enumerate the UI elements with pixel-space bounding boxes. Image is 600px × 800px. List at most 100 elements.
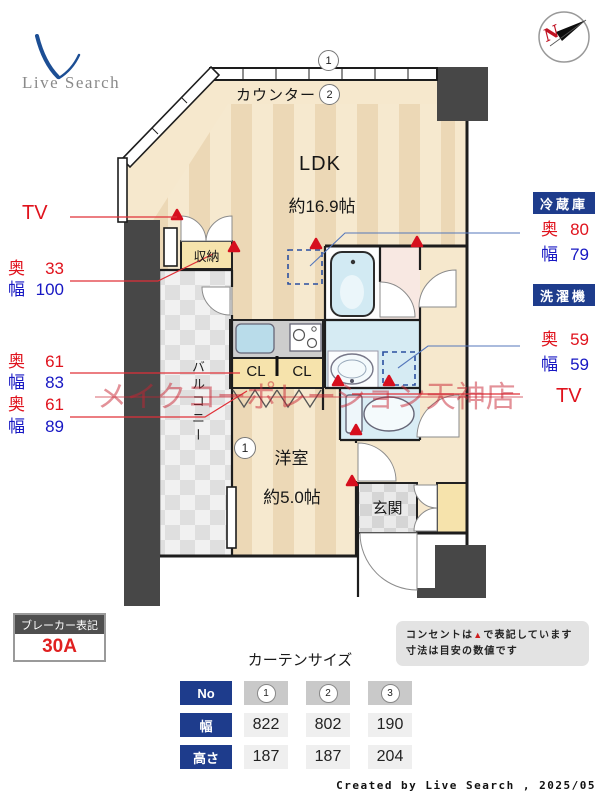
cell-value: 187 — [314, 748, 342, 765]
compass-icon — [538, 11, 590, 63]
cell-value: 190 — [376, 716, 404, 733]
note-outlet-before: コンセントは — [406, 630, 474, 641]
appliance-dashed-squares — [287, 249, 416, 386]
width-value: 100 — [35, 280, 64, 299]
curtain-row-header-height: 高さ — [180, 745, 232, 769]
curtain-height-1: 187 — [244, 745, 288, 769]
door-swings — [180, 215, 460, 591]
depth-label: 奥 — [541, 220, 558, 239]
col-number: 1 — [256, 683, 276, 703]
width-value: 89 — [45, 417, 64, 436]
cell-value: 187 — [252, 748, 280, 765]
logo-text: Live Search — [22, 73, 121, 92]
note-dimensions: 寸法は目安の数値です — [406, 646, 518, 657]
pillars — [124, 67, 488, 606]
curtain-width-2: 802 — [306, 713, 350, 737]
cell-value: 802 — [314, 716, 342, 733]
fridge-width-annotation: 幅 79 — [541, 246, 589, 264]
closet2-width-annotation: 幅 89 — [8, 418, 64, 436]
outlet-triangle-icon: ▲ — [473, 630, 484, 640]
closet2-depth-annotation: 奥 61 — [8, 396, 64, 414]
tv-annotation-left: TV — [22, 202, 48, 224]
breaker-value: 30A — [15, 634, 104, 660]
curtain-table-title: カーテンサイズ — [247, 652, 353, 669]
washer-title: 洗濯機 — [539, 288, 588, 304]
leader-lines — [70, 216, 520, 418]
fridge-depth-annotation: 奥 80 — [541, 221, 589, 239]
closet-right-label: CL — [292, 363, 312, 380]
bedroom-size-label: 約5.0帖 — [263, 488, 321, 507]
note-outlet-after: で表記しています — [483, 630, 573, 641]
toilet — [345, 394, 415, 434]
closet1-width-annotation: 幅 83 — [8, 374, 64, 392]
tv-annotation-right: TV — [556, 385, 582, 407]
cell-value: 822 — [252, 716, 280, 733]
depth-value: 61 — [45, 395, 64, 414]
curtain-col-3: 3 — [368, 681, 412, 705]
balcony-label: バルコニー — [190, 360, 205, 445]
outlet-markers — [170, 208, 424, 487]
storage-label: 収納 — [193, 248, 220, 264]
depth-label: 奥 — [541, 330, 558, 349]
depth-value: 59 — [570, 330, 589, 349]
depth-value: 33 — [45, 259, 64, 278]
width-value: 83 — [45, 373, 64, 392]
depth-label: 奥 — [8, 352, 25, 371]
closet-left-label: CL — [246, 363, 266, 380]
bathtub — [330, 251, 375, 317]
counter-label: カウンター — [236, 87, 317, 104]
washer-width-annotation: 幅 59 — [541, 356, 589, 374]
bedroom-label: 洋室 — [274, 449, 309, 468]
width-label: 幅 — [8, 417, 25, 436]
col-number: 3 — [380, 683, 400, 703]
curtain-width-1: 822 — [244, 713, 288, 737]
curtain-col-2: 2 — [306, 681, 350, 705]
logo-swoosh-icon — [35, 34, 81, 80]
credit-line: Created by Live Search , 2025/05 — [336, 779, 596, 792]
note-outlet: コンセントは▲で表記しています — [406, 627, 579, 644]
cell-value: 204 — [376, 748, 404, 765]
depth-value: 61 — [45, 352, 64, 371]
width-value: 79 — [570, 245, 589, 264]
folding-doors — [232, 388, 322, 409]
walls-outer — [160, 121, 469, 558]
kitchen-counter — [229, 319, 324, 359]
row-header-text: 幅 — [199, 718, 213, 734]
fridge-title: 冷蔵庫 — [539, 196, 588, 212]
width-label: 幅 — [541, 245, 558, 264]
curtain-width-3: 190 — [368, 713, 412, 737]
curtain-marker-2: 2 — [319, 84, 340, 105]
storage-width-annotation: 幅 100 — [8, 281, 64, 299]
watermark: メイクコーポレーション天神店 — [97, 381, 516, 414]
curtain-marker-3-number: 1 — [241, 441, 249, 455]
wash-basin — [327, 350, 379, 389]
curtain-height-2: 187 — [306, 745, 350, 769]
curtain-height-3: 204 — [368, 745, 412, 769]
ldk-size-label: 約16.9帖 — [288, 197, 356, 216]
row-header-text: 高さ — [192, 750, 219, 766]
breaker-title: ブレーカー表記 — [15, 615, 104, 634]
col-number: 2 — [318, 683, 338, 703]
curtain-row-header-width: 幅 — [180, 713, 232, 737]
curtain-marker-1-number: 1 — [325, 54, 332, 67]
fridge-title-badge: 冷蔵庫 — [533, 192, 595, 214]
depth-label: 奥 — [8, 259, 25, 278]
windows — [117, 65, 438, 549]
ldk-label: LDK — [299, 153, 341, 175]
washer-title-badge: 洗濯機 — [533, 284, 595, 306]
width-value: 59 — [570, 355, 589, 374]
curtain-marker-1: 1 — [318, 50, 339, 71]
closet1-depth-annotation: 奥 61 — [8, 353, 64, 371]
entrance-label: 玄関 — [372, 500, 403, 517]
storage-depth-annotation: 奥 33 — [8, 260, 64, 278]
width-label: 幅 — [8, 373, 25, 392]
depth-label: 奥 — [8, 395, 25, 414]
breaker-box: ブレーカー表記 30A — [13, 613, 106, 662]
balcony-floor — [159, 269, 233, 557]
walls-inner — [160, 246, 422, 597]
curtain-col-1: 1 — [244, 681, 288, 705]
width-label: 幅 — [8, 280, 25, 299]
curtain-row-header-no: No — [180, 681, 232, 705]
curtain-marker-3: 1 — [234, 437, 256, 459]
